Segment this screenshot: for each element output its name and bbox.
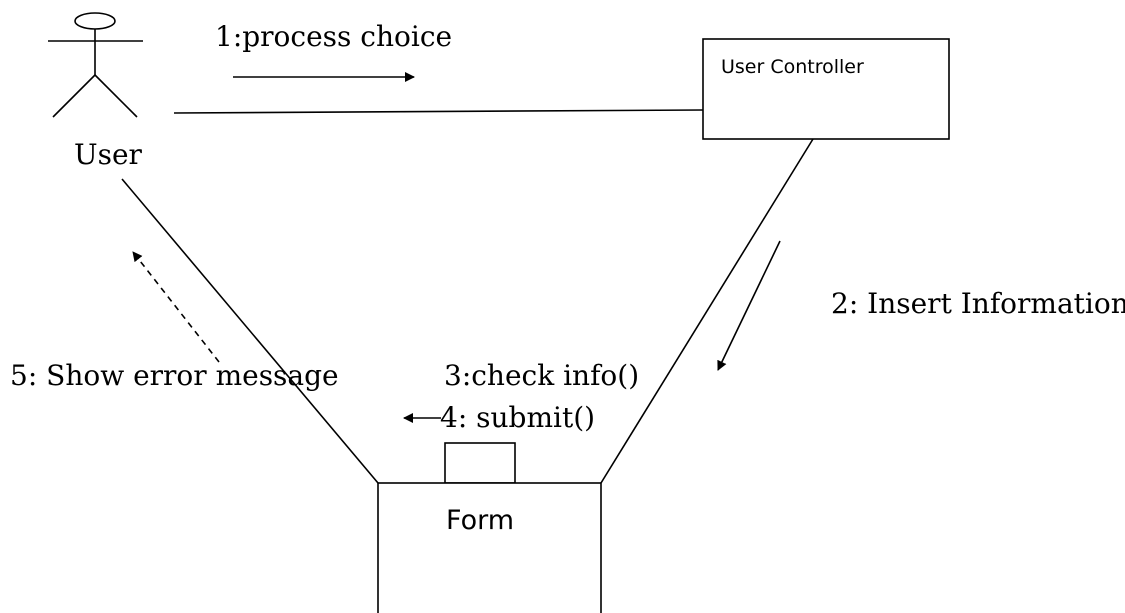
- form-box[interactable]: [377, 482, 602, 613]
- user-controller-box[interactable]: [702, 38, 950, 140]
- actor-head: [74, 12, 116, 30]
- actor-right-leg: [94, 74, 138, 118]
- message-3-label: 3:check info(): [444, 359, 639, 392]
- link-user-form: [121, 178, 379, 484]
- actor-left-leg: [52, 74, 96, 118]
- link-controller-form: [600, 138, 814, 484]
- message-5-label: 5: Show error message: [10, 359, 339, 392]
- actor-label: User: [74, 138, 143, 171]
- message-2-arrow: [717, 240, 781, 371]
- link-user-controller: [173, 109, 704, 114]
- message-5-arrow: [132, 251, 220, 363]
- form-label: Form: [446, 505, 514, 536]
- message-1-label: 1:process choice: [215, 20, 452, 53]
- message-4-label: 4: submit(): [440, 401, 595, 434]
- user-controller-label: User Controller: [721, 56, 864, 78]
- user-actor-icon[interactable]: [48, 12, 143, 118]
- form-tab: [444, 442, 516, 484]
- message-2-label: 2: Insert Information: [831, 287, 1125, 320]
